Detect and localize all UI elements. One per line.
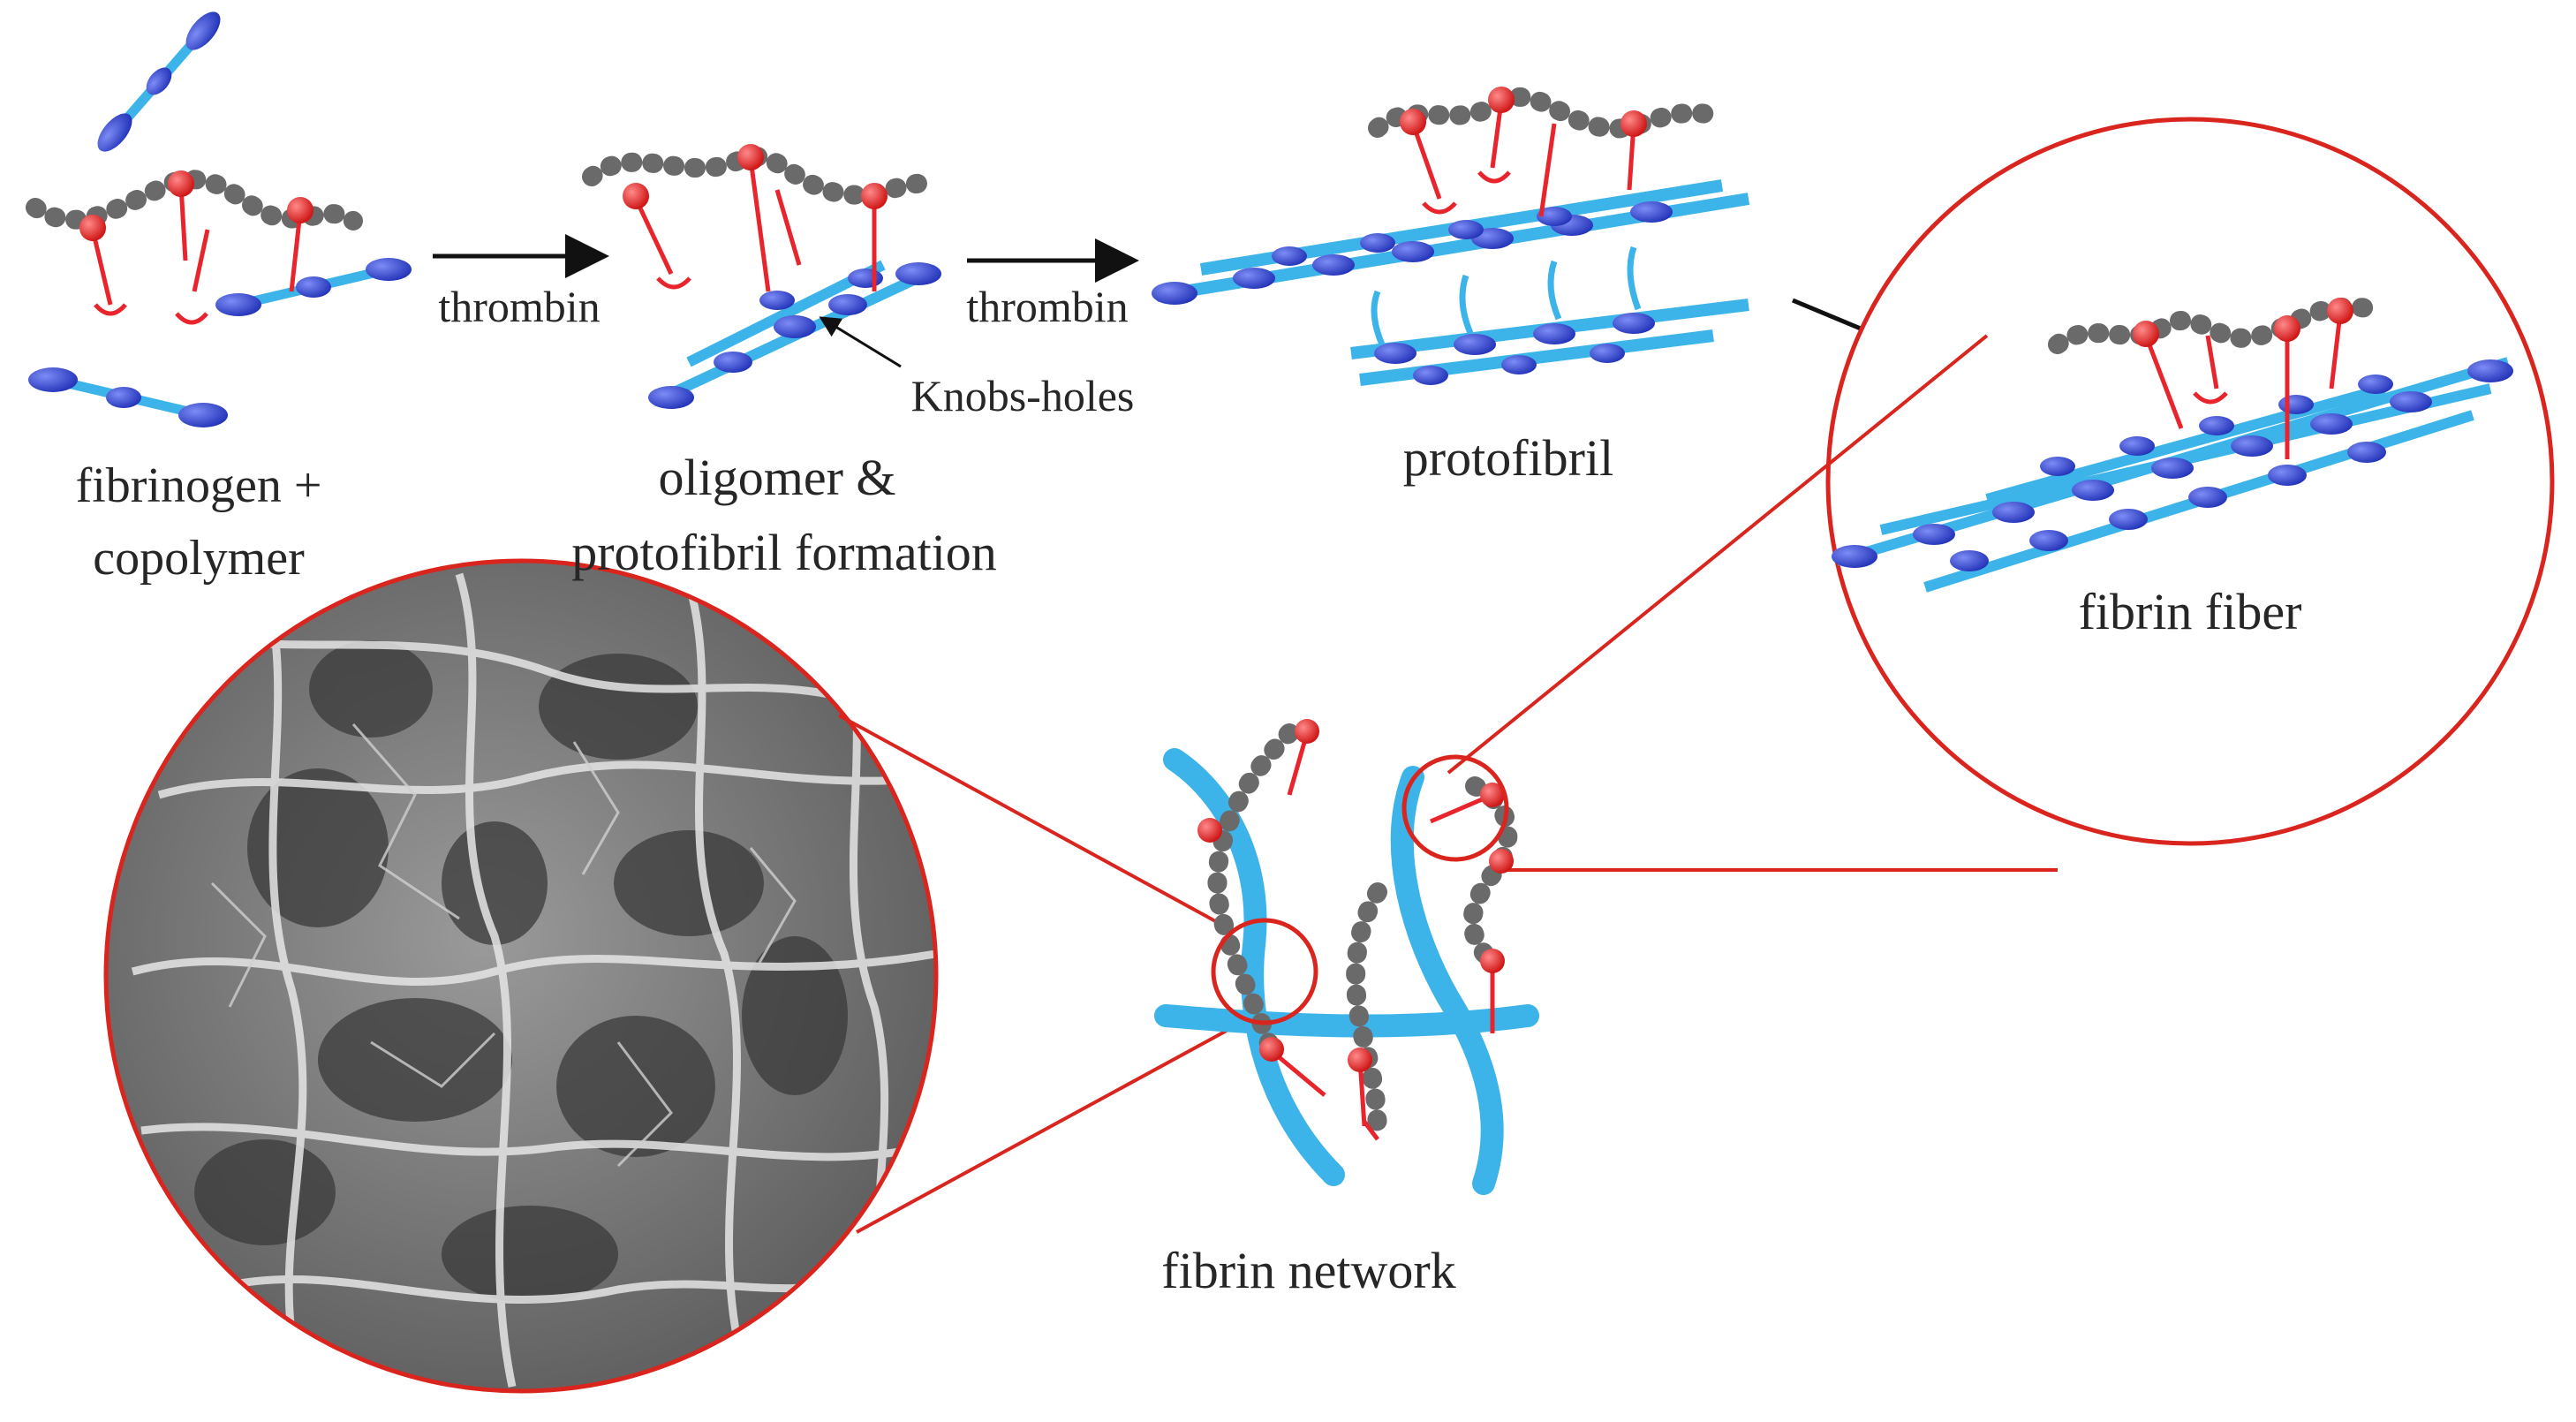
label-fibrin-fiber: fibrin fiber	[2079, 583, 2302, 640]
fibrinogen-molecule	[97, 11, 221, 152]
stage-oligomer	[582, 144, 946, 409]
fibrin-fiber-inset	[1825, 117, 2555, 846]
sem-micrograph	[103, 558, 939, 1394]
label-oligomer-line1: oligomer &	[658, 449, 895, 506]
label-protofibril-formation-line2: protofibril formation	[571, 524, 997, 581]
copolymer-chain	[26, 170, 363, 325]
label-copolymer-line2: copolymer	[93, 531, 305, 586]
knobs-holes-pointer	[819, 316, 902, 368]
zoom-circle-left	[1211, 918, 1318, 1025]
label-fibrinogen-line1: fibrinogen +	[76, 458, 322, 513]
label-thrombin-2: thrombin	[966, 282, 1128, 331]
label-fibrin-network: fibrin network	[1161, 1242, 1455, 1299]
label-thrombin-1: thrombin	[438, 282, 600, 331]
zoom-circle-right	[1401, 754, 1509, 862]
fibrin-network	[1154, 719, 1539, 1195]
fibrinogen-molecule	[28, 367, 228, 427]
label-protofibril: protofibril	[1403, 429, 1613, 487]
fibrinogen-molecule	[215, 258, 412, 316]
stage-fibrinogen-copolymer	[26, 11, 412, 427]
zoom-connector-lines	[838, 334, 2058, 1234]
stage-protofibril	[1152, 87, 1750, 386]
label-knobs-holes: Knobs-holes	[911, 371, 1135, 420]
